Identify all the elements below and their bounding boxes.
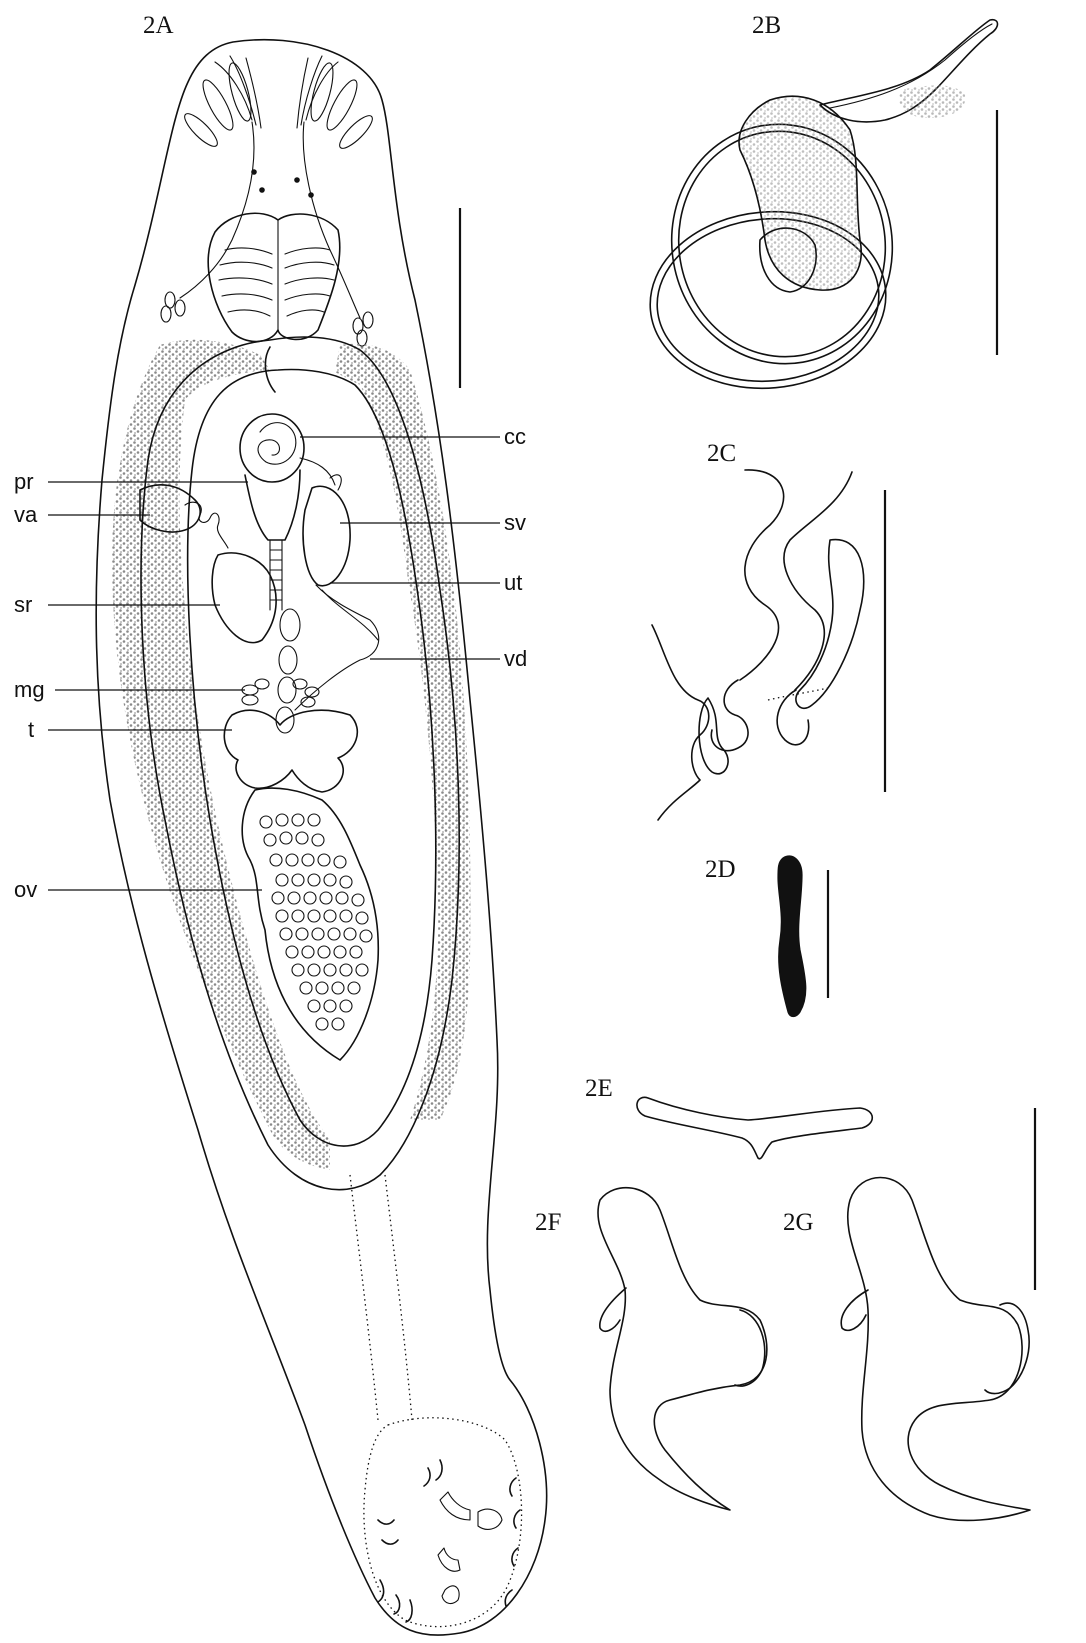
- panel-2f: 2F: [535, 1188, 767, 1510]
- panel-label-2f: 2F: [535, 1209, 561, 1236]
- label-cc: cc: [504, 424, 526, 449]
- peduncle: [350, 1175, 412, 1420]
- label-ut: ut: [504, 570, 522, 595]
- label-ov: ov: [14, 877, 37, 902]
- panel-label-2b: 2B: [752, 12, 781, 39]
- panel-label-2d: 2D: [705, 856, 736, 883]
- panel-label-2e: 2E: [585, 1075, 613, 1102]
- panel-label-2c: 2C: [707, 440, 736, 467]
- head-organs: [161, 56, 377, 346]
- testes: [224, 710, 357, 792]
- label-pr: pr: [14, 469, 34, 494]
- label-sv: sv: [504, 510, 526, 535]
- ventral-bar: [637, 1097, 872, 1158]
- panel-2g: 2G: [783, 1178, 1030, 1521]
- mehlis-gland: [242, 679, 319, 707]
- anchors: [438, 1492, 502, 1603]
- panel-2a: 2A: [14, 12, 547, 1635]
- label-mg: mg: [14, 677, 45, 702]
- haptor: [364, 1418, 522, 1627]
- label-va: va: [14, 502, 38, 527]
- panel-label-2a: 2A: [143, 12, 174, 39]
- pharynx: [208, 213, 340, 341]
- oocytes: [260, 814, 372, 1030]
- copulatory-complex: [240, 414, 304, 482]
- panel-2e: 2E: [585, 1075, 1035, 1290]
- label-t: t: [28, 717, 34, 742]
- label-sr: sr: [14, 592, 32, 617]
- seminal-vesicle: [303, 486, 350, 586]
- panel-2b: 2B: [643, 12, 998, 398]
- panel-2d: 2D: [705, 856, 828, 1017]
- anchor-f: [598, 1188, 767, 1510]
- eye-spots: [251, 169, 314, 198]
- panel-2c: 2C: [652, 440, 885, 820]
- bar-sclerite: [778, 856, 806, 1017]
- hooks: [378, 1460, 520, 1622]
- seminal-receptacle: [212, 553, 276, 643]
- anchor-g: [848, 1178, 1030, 1521]
- label-vd: vd: [504, 646, 527, 671]
- panel-label-2g: 2G: [783, 1209, 814, 1236]
